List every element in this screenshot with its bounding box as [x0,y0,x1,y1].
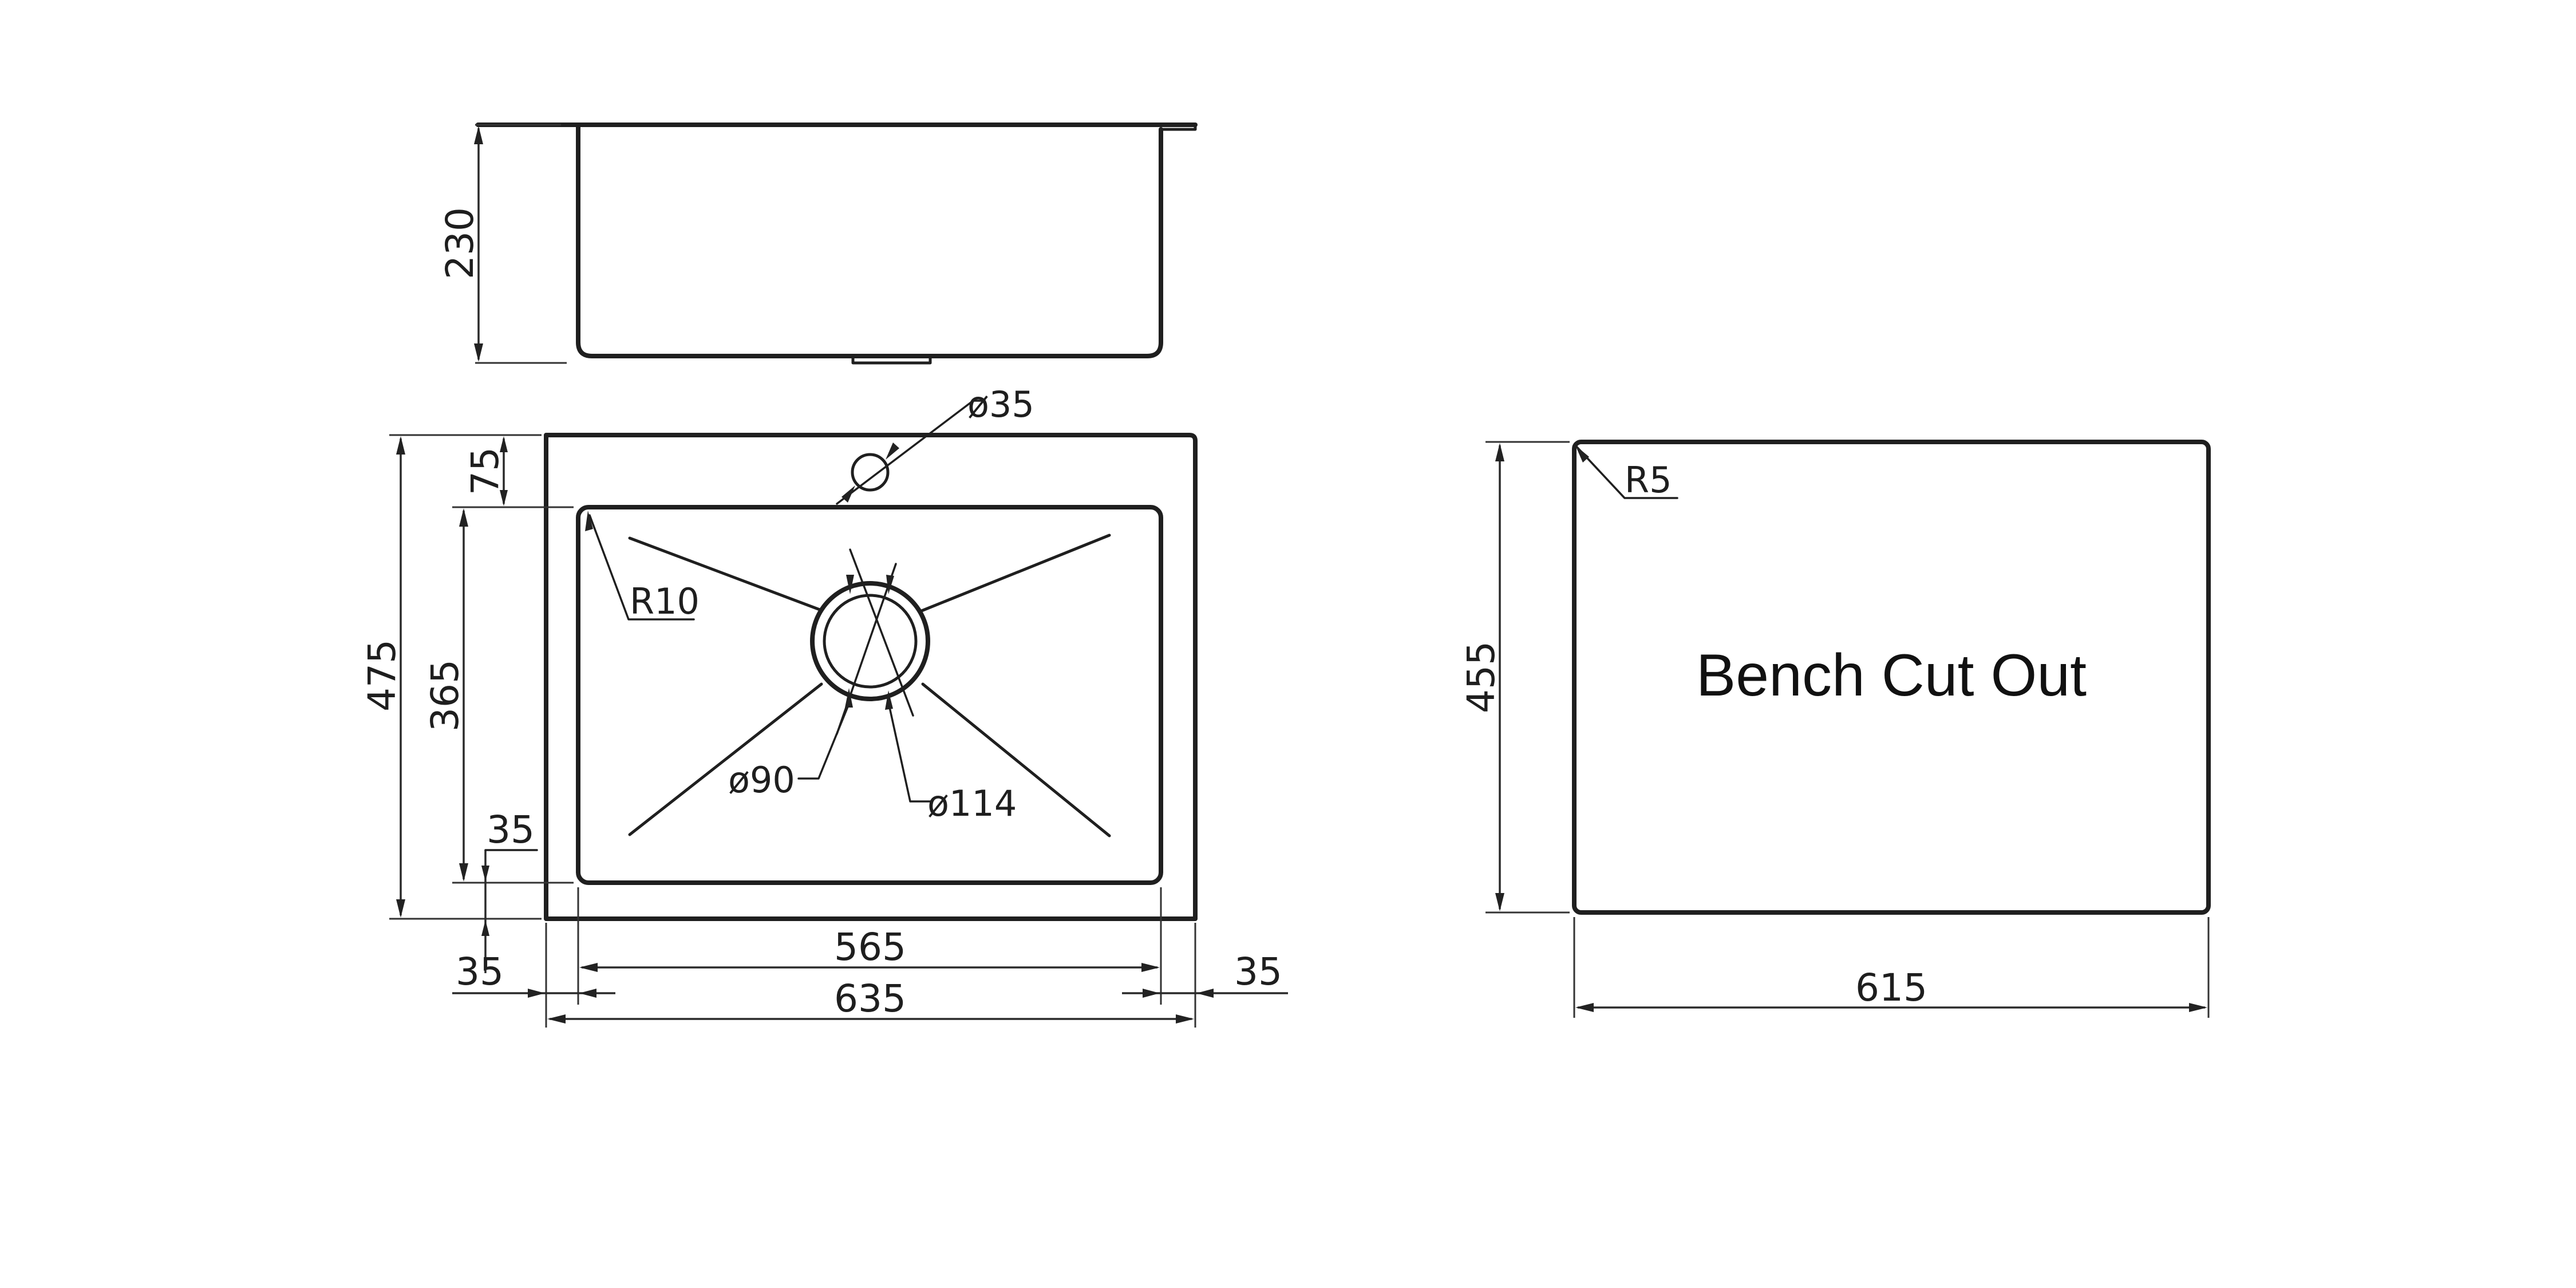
waste-inner-label: ø90 [728,759,795,801]
front-margin-arrow-bottom [481,920,489,936]
tap-hole-label: ø35 [967,384,1034,425]
right-margin-arrow-right [1143,989,1160,998]
bowl-width-label: 565 [834,925,906,969]
overall-depth-arrow-top [396,436,405,455]
side-view-rim-edge [1160,123,1197,131]
waste-arrow-1 [846,575,854,594]
cutout-width-label: 615 [1855,966,1927,1010]
waste-inner-diameter-line [849,548,914,717]
side-view-height-label: 230 [438,207,482,279]
waste-outer-leader [887,698,931,803]
bowl-width-arrow-left [579,963,598,972]
back-margin-arrow-top [500,436,508,452]
waste-outer-ring [810,581,930,701]
overall-width-arrow-right [1176,1014,1194,1024]
corner-radius-leader [588,514,695,621]
waste-arrow-2 [886,575,894,594]
overall-width-label: 635 [834,977,906,1021]
cutout-view: Bench Cut Out R5 455 615 [1459,440,2211,1018]
side-view-waste-outlet [851,354,932,365]
waste-outer-label: ø114 [927,783,1017,824]
tap-hole-arrow-upper [886,442,899,460]
waste-inner-leader [797,704,850,780]
front-margin-label: 35 [487,808,535,852]
drain-groove-bottom-right [921,682,1111,837]
overall-depth-label: 475 [360,639,404,712]
tap-hole [851,453,890,492]
cutout-radius-label: R5 [1625,459,1672,501]
drain-groove-bottom-left [628,682,823,836]
back-margin-label: 75 [463,447,507,495]
bowl-depth-label: 365 [423,659,467,732]
cutout-outline [1572,440,2211,915]
corner-radius-label: R10 [630,580,700,622]
left-margin-label: 35 [456,950,504,994]
bowl-width-arrow-right [1141,963,1160,972]
waste-arrow-4 [885,690,893,710]
drain-groove-top-left [628,536,821,611]
right-margin-label: 35 [1234,950,1282,994]
back-margin-arrow-bottom [500,490,508,506]
side-view-height-arrow-top [474,126,483,144]
cutout-depth-label: 455 [1459,641,1503,713]
waste-inner-ring [823,594,918,689]
tap-hole-leader [836,400,986,505]
bowl-depth-arrow-top [459,508,468,527]
corner-radius-arrow [585,511,593,531]
tap-hole-arrow-lower [841,485,855,503]
side-view: 230 [438,123,1198,365]
bowl-depth-arrow-bottom [459,863,468,882]
cutout-width-arrow-right [2189,1003,2207,1012]
cutout-depth-arrow-top [1495,443,1504,461]
plan-view: ø35 ø90 ø114 R10 475 [360,384,1288,1028]
plan-view-flange-outline [544,433,1198,921]
plan-view-bowl-outline [576,505,1163,885]
overall-width-arrow-left [547,1014,566,1024]
left-margin-arrow-left [579,989,596,998]
front-margin-arrow-top [481,866,489,882]
cutout-radius-arrow [1575,445,1589,463]
overall-depth-arrow-bottom [396,899,405,918]
drain-groove-top-right [920,534,1111,613]
waste-arrow-3 [845,688,853,708]
cutout-width-arrow-left [1575,1003,1594,1012]
cutout-radius-leader [1574,444,1678,499]
side-view-bowl-outline [576,125,1163,358]
right-margin-arrow-left [1196,989,1214,998]
cutout-depth-arrow-bottom [1495,893,1504,911]
cutout-title: Bench Cut Out [1696,642,2087,709]
left-margin-arrow-right [528,989,545,998]
side-view-height-arrow-bottom [474,343,483,362]
